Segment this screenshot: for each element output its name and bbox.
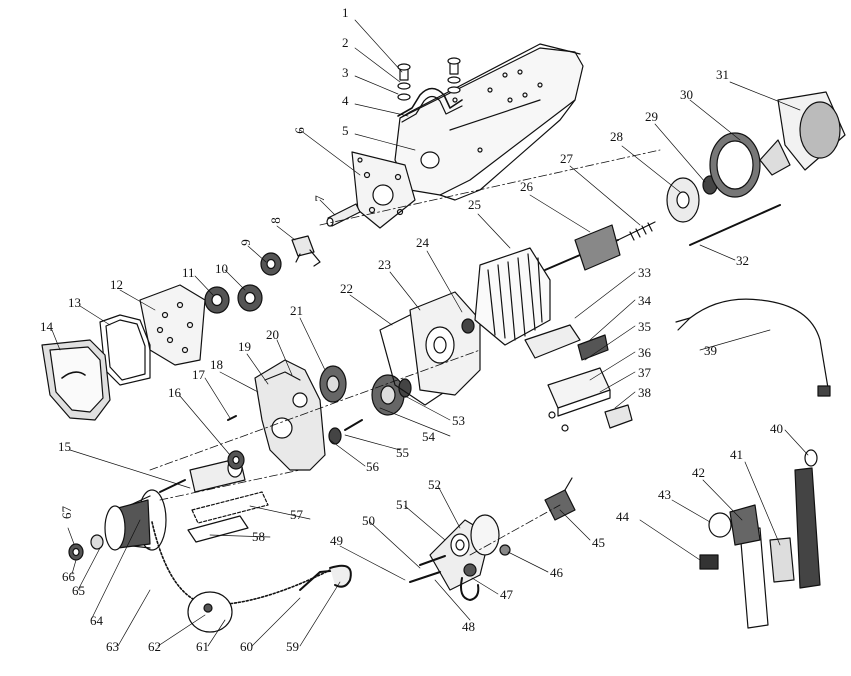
motor-stator [474, 247, 551, 346]
part-label: 35 [638, 319, 651, 334]
part-label: 62 [148, 639, 161, 654]
part-label: 59 [286, 639, 299, 654]
fan-assembly [666, 91, 846, 223]
control-box [524, 324, 633, 432]
part-label: 26 [520, 179, 533, 194]
part-label: 47 [500, 587, 513, 602]
part-label: 64 [90, 613, 103, 628]
part-label: 21 [290, 303, 303, 318]
pulley-block [409, 514, 500, 601]
part-label: 54 [422, 429, 435, 444]
part-label: 5 [342, 123, 349, 138]
part-label: 14 [40, 319, 53, 334]
part-label: 19 [238, 339, 251, 354]
part-label: 37 [638, 365, 651, 380]
part-label: 34 [638, 293, 651, 308]
bearing [461, 318, 475, 334]
part-label: 61 [196, 639, 209, 654]
plug-assembly [499, 477, 576, 556]
part-label: 42 [692, 465, 705, 480]
part-label: 2 [342, 35, 349, 50]
part-label: 36 [638, 345, 651, 360]
power-cable [675, 298, 831, 397]
small-gears [204, 252, 282, 314]
part-label: 49 [330, 533, 343, 548]
mounting-bracket [394, 43, 584, 201]
part-label: 16 [168, 385, 181, 400]
part-label: 57 [290, 507, 303, 522]
part-label: 12 [110, 277, 123, 292]
cable-drum [68, 457, 246, 561]
part-label: 6 [291, 127, 307, 134]
part-label: 45 [592, 535, 605, 550]
part-label: 55 [396, 445, 409, 460]
part-label: 9 [237, 239, 253, 246]
bearings [227, 415, 245, 470]
part-label: 25 [468, 197, 481, 212]
part-label: 28 [610, 129, 623, 144]
capacitors [699, 449, 821, 629]
part-label: 53 [452, 413, 465, 428]
part-label: 50 [362, 513, 375, 528]
part-label: 1 [342, 5, 349, 20]
rod [689, 204, 781, 246]
assembly-axis-lines [149, 149, 661, 556]
end-plate [351, 151, 416, 229]
part-label: 27 [560, 151, 573, 166]
part-label: 56 [366, 459, 379, 474]
part-label: 18 [210, 357, 223, 372]
part-label: 7 [311, 195, 327, 202]
gearbox-housing [254, 359, 326, 471]
part-label: 38 [638, 385, 651, 400]
nameplate [187, 491, 269, 543]
part-label: 24 [416, 235, 429, 250]
part-label: 8 [267, 217, 283, 224]
gear-cover [41, 339, 111, 421]
part-label: 39 [704, 343, 717, 358]
part-label: 46 [550, 565, 563, 580]
part-label: 13 [68, 295, 81, 310]
part-label: 3 [342, 65, 349, 80]
part-label: 65 [72, 583, 85, 598]
part-label: 66 [62, 569, 75, 584]
part-label: 23 [378, 257, 391, 272]
wire-rope-and-hook [151, 521, 352, 633]
part-label: 33 [638, 265, 651, 280]
part-label: 29 [645, 109, 658, 124]
part-label: 31 [716, 67, 729, 82]
drive-gears [319, 365, 412, 445]
motor-rotor [544, 221, 656, 271]
part-label: 17 [192, 367, 205, 382]
part-label: 51 [396, 497, 409, 512]
part-label: 48 [462, 619, 475, 634]
part-label: 43 [658, 487, 671, 502]
part-label: 15 [58, 439, 71, 454]
part-label: 20 [266, 327, 279, 342]
part-label: 11 [182, 265, 195, 280]
u-clamp [397, 57, 463, 123]
part-label: 10 [215, 261, 228, 276]
part-label: 40 [770, 421, 783, 436]
part-label: 32 [736, 253, 749, 268]
part-label: 67 [59, 506, 74, 519]
part-label: 30 [680, 87, 693, 102]
part-label: 58 [252, 529, 265, 544]
part-label: 22 [340, 281, 353, 296]
part-label: 41 [730, 447, 743, 462]
part-label: 44 [616, 509, 629, 524]
part-label: 63 [106, 639, 119, 654]
part-label: 4 [342, 93, 349, 108]
limit-switch [291, 235, 321, 267]
part-label: 52 [428, 477, 441, 492]
part-label: 60 [240, 639, 253, 654]
leader-lines [51, 19, 809, 647]
